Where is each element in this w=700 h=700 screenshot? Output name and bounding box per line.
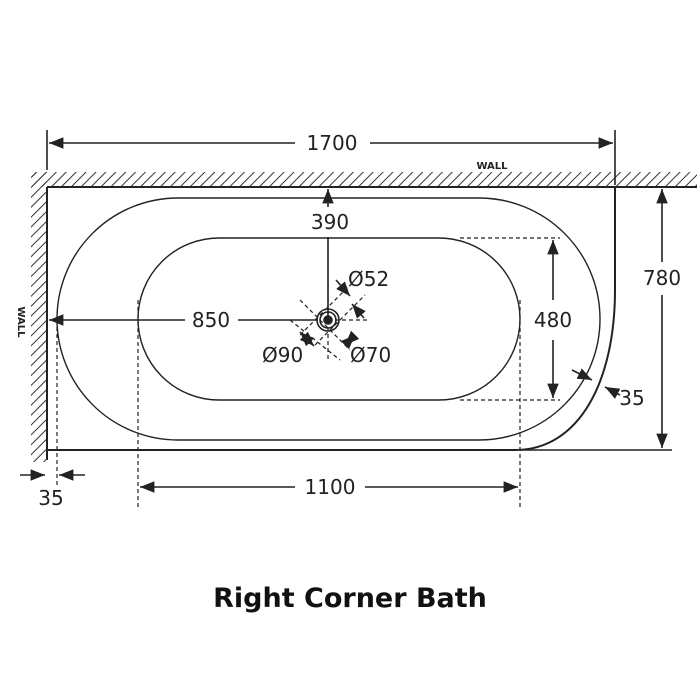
dim-d90: Ø90 [262,343,303,367]
wall-left-label: WALL [15,306,26,338]
dim-480: 480 [534,308,572,332]
dim-1700: 1700 [307,131,358,155]
dim-d70: Ø70 [350,343,391,367]
diagram-title: Right Corner Bath [213,583,487,614]
dim-d52: Ø52 [348,267,389,291]
dim-780: 780 [643,266,681,290]
top-wall-hatch [32,172,697,187]
dim-35-left: 35 [38,486,63,510]
wall-top-label: WALL [476,161,508,172]
bath-basin [137,237,521,401]
bath-outline [47,186,616,451]
dim-850: 850 [192,308,230,332]
dim-1100: 1100 [305,475,356,499]
dim-35-right: 35 [619,386,644,410]
left-wall-hatch [31,172,47,462]
dim-390: 390 [311,210,349,234]
